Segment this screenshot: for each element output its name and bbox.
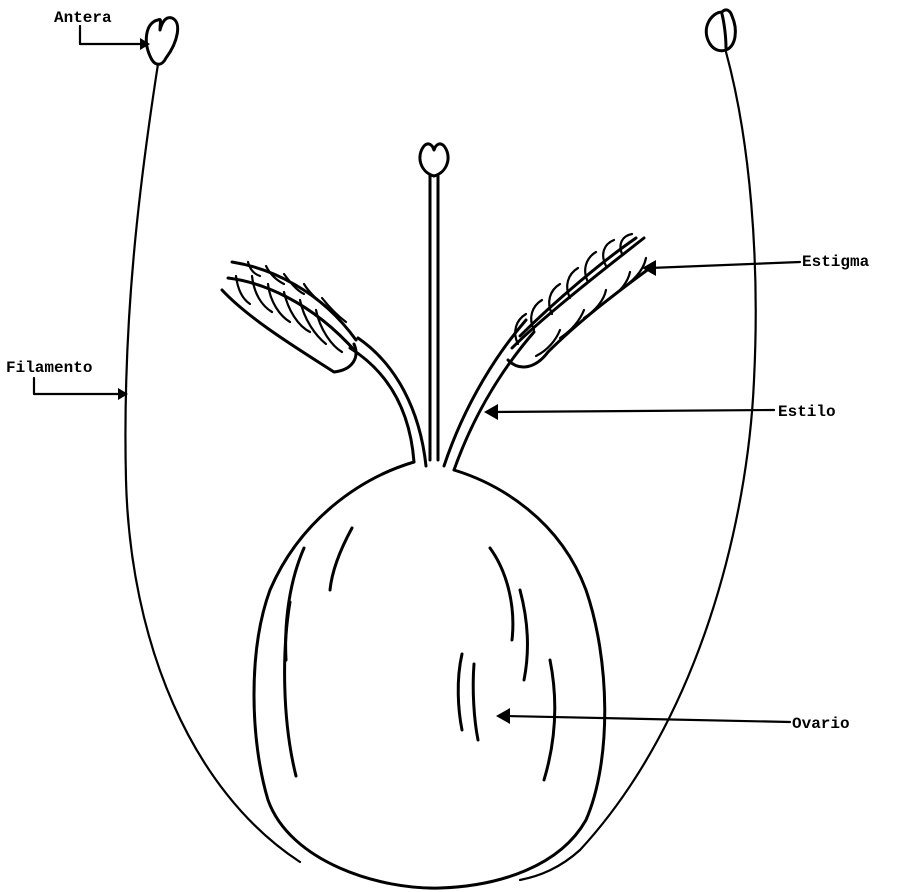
stigma-arrow: [650, 262, 800, 268]
center-filament: [430, 176, 438, 460]
anther-arrow: [80, 26, 146, 44]
style-arrowhead: [484, 404, 498, 420]
label-style: Estilo: [778, 403, 836, 421]
left-stigma: [222, 262, 356, 372]
right-anther: [706, 10, 735, 51]
ovary: [254, 462, 605, 888]
label-ovary: Ovario: [792, 715, 850, 733]
center-anther: [420, 144, 448, 176]
right-style: [444, 320, 534, 470]
label-anther: Antera: [54, 9, 112, 27]
right-filament: [520, 52, 756, 880]
ovary-arrowhead: [496, 708, 510, 724]
left-stamen: [125, 18, 300, 862]
center-stamen: [420, 144, 448, 460]
label-stigma: Estigma: [802, 253, 870, 271]
filament-arrow: [34, 378, 124, 394]
styles: [350, 320, 534, 470]
style-arrow: [492, 410, 774, 412]
right-stigma: [508, 234, 650, 367]
left-filament: [125, 64, 300, 862]
left-anther: [146, 18, 177, 65]
left-style: [350, 338, 426, 466]
right-stamen: [520, 10, 756, 880]
ovary-arrow: [504, 716, 790, 722]
label-filament: Filamento: [6, 359, 92, 377]
